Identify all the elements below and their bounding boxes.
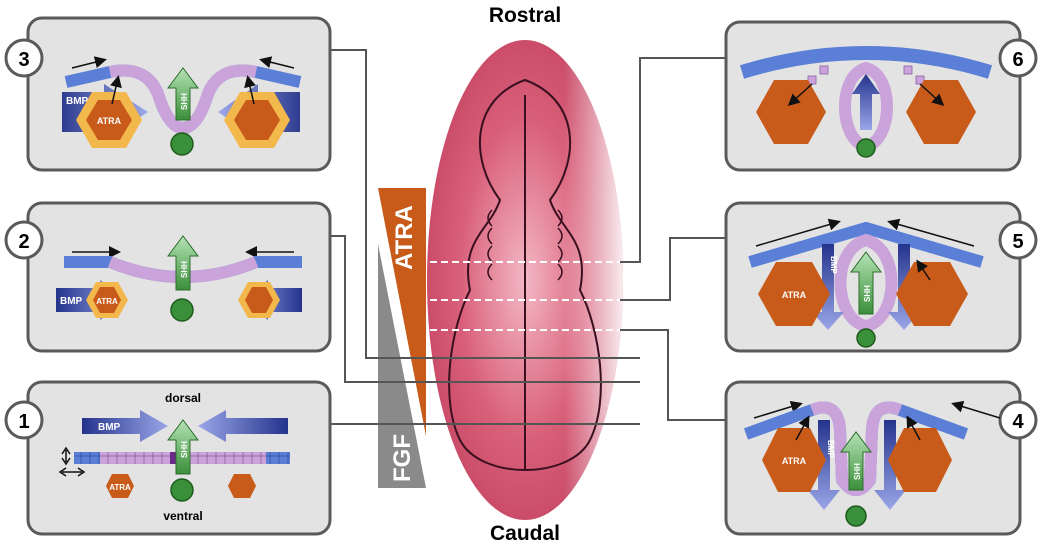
- stage-badge-2: [4, 220, 44, 260]
- neural-tube: [834, 233, 898, 333]
- stage-badge-4: [998, 400, 1038, 440]
- caudal-label: Caudal: [490, 522, 560, 545]
- shh-arrow: [167, 235, 199, 291]
- shh-label: SHH: [180, 93, 189, 110]
- panel-2: 2 SHH BMP ATRA: [4, 201, 332, 353]
- somite-left: [106, 474, 134, 498]
- neural-plate-outline: [448, 78, 602, 471]
- stage-badge-2-text: 2: [18, 231, 29, 253]
- rostral-label: Rostral: [489, 4, 561, 27]
- stage-badge-6: [998, 38, 1038, 78]
- force-arrow-left: [753, 400, 803, 419]
- notochord: [170, 298, 194, 322]
- bmp-arrow-left: [808, 420, 840, 510]
- shh-arrow: [840, 431, 872, 491]
- fgf-gradient-label: FGF: [389, 434, 416, 482]
- somite-left: [93, 287, 121, 313]
- shh-label: SHH: [863, 285, 872, 302]
- atra-gradient: [378, 188, 426, 436]
- somite-right: [888, 428, 952, 492]
- migration-arrow-left: [787, 83, 813, 107]
- ectoderm-layer: [748, 221, 984, 268]
- somite-left: [756, 80, 826, 144]
- notochord: [170, 132, 194, 156]
- force-arrow-right: [887, 218, 975, 247]
- somite-outlines: [487, 209, 563, 281]
- atra-label: ATRA: [782, 456, 807, 466]
- ectoderm-layer: [739, 46, 993, 79]
- somite-right: [228, 474, 256, 498]
- force-arrow-right: [259, 56, 295, 69]
- somite-right: [245, 287, 273, 313]
- stage-badge-3: [4, 38, 44, 78]
- shh-arrow: [167, 67, 199, 121]
- atra-label: ATRA: [782, 290, 807, 300]
- somite-right: [234, 100, 280, 140]
- bmp-label: BMP: [66, 96, 89, 107]
- atra-arrow-right: [244, 75, 256, 105]
- atra-label: ATRA: [96, 297, 118, 306]
- tension-arrow-vertical: [61, 446, 71, 466]
- force-arrow-right: [951, 400, 1001, 419]
- atra-label: ATRA: [97, 116, 122, 126]
- shh-label: SHH: [180, 261, 189, 278]
- stage-badge-3-text: 3: [18, 49, 29, 71]
- bmp-arrow-left: [82, 410, 168, 442]
- stage-badge-1-text: 1: [18, 411, 29, 433]
- notochord: [856, 328, 876, 348]
- tension-arrow-horizontal: [58, 467, 86, 477]
- bmp-label: BMP: [98, 422, 121, 433]
- panel-4: 4 BMP SHH ATRA: [724, 380, 1038, 536]
- shh-arrow: [167, 419, 199, 475]
- bmp-arrow-right: [874, 420, 906, 510]
- migration-arrow-right: [919, 83, 945, 107]
- shh-label: SHH: [180, 441, 189, 458]
- ventral-label: ventral: [163, 509, 202, 523]
- neural-plate: [108, 64, 258, 135]
- stage-badge-5: [998, 220, 1038, 260]
- bmp-label: BMP: [829, 256, 838, 274]
- atra-arrow-right: [906, 415, 921, 441]
- notochord: [845, 505, 867, 527]
- atra-arrow-right: [916, 259, 931, 281]
- connectors: [330, 49, 726, 425]
- somite-left: [758, 262, 830, 326]
- somite-left: [86, 100, 132, 140]
- somite-right: [896, 262, 968, 326]
- force-arrow-left: [71, 56, 107, 69]
- shh-label: SHH: [853, 463, 862, 480]
- stage-badge-6-text: 6: [1012, 49, 1023, 71]
- force-arrow-left: [755, 218, 841, 247]
- dorsal-label: dorsal: [165, 391, 201, 405]
- bmp-label: BMP: [60, 296, 83, 307]
- atra-arrow-left: [795, 415, 810, 441]
- stage-badge-1: [4, 400, 44, 440]
- bmp-arrow: [852, 74, 880, 130]
- fgf-gradient: [378, 244, 426, 488]
- atra-label: ATRA: [109, 483, 131, 492]
- panel-3: 3 SHH BMP ATRA: [4, 16, 332, 172]
- somite-left: [762, 428, 826, 492]
- notochord: [856, 138, 876, 158]
- bmp-arrow-right: [198, 410, 288, 442]
- atra-gradient-label: ATRA: [391, 205, 418, 270]
- stage-badge-4-text: 4: [1012, 411, 1024, 433]
- panel-6: 6: [724, 20, 1038, 172]
- shh-arrow: [850, 251, 882, 315]
- panel-1: 1 dorsal ventral BMP SHH ATRA: [4, 380, 332, 536]
- bmp-label: BMP: [826, 440, 835, 458]
- stage-badge-5-text: 5: [1012, 231, 1023, 253]
- somite-right: [906, 80, 976, 144]
- panel-5: 5 BMP SHH ATRA: [724, 201, 1038, 353]
- bmp-arrow-left: [812, 244, 844, 330]
- notochord: [170, 478, 194, 502]
- atra-arrow-left: [110, 75, 122, 105]
